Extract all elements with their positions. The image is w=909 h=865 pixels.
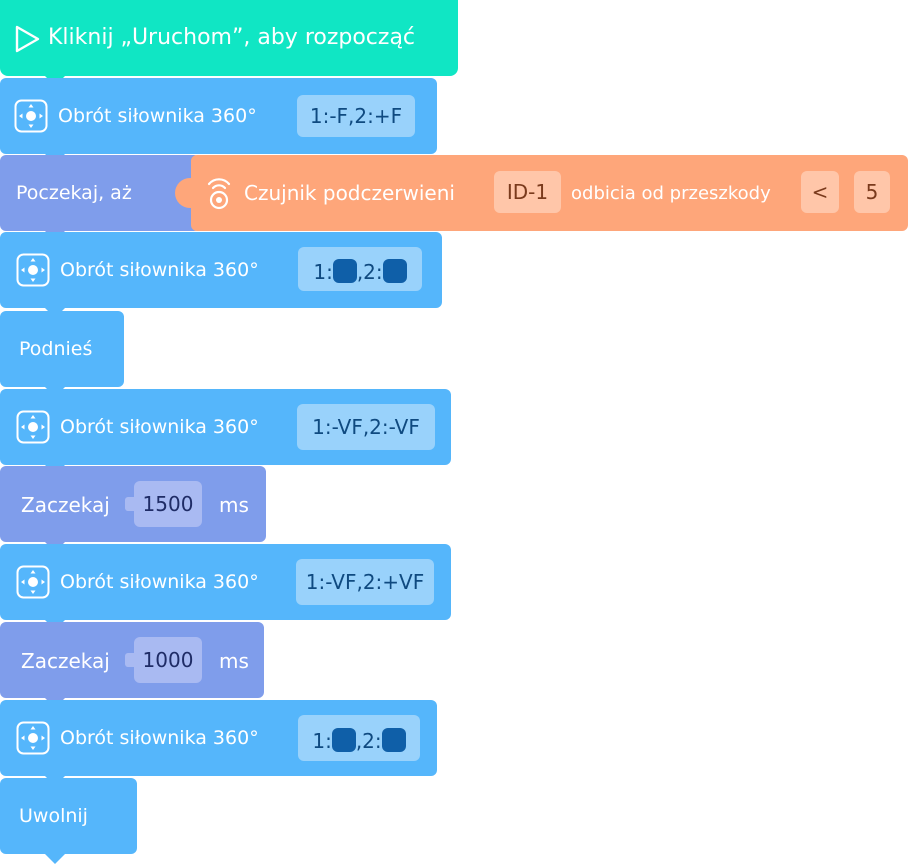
- sensor-connector: [175, 178, 205, 208]
- servo-label: Obrót siłownika 360°: [60, 727, 259, 749]
- servo-motor-icon: [16, 721, 50, 755]
- release-label: Uwolnij: [19, 805, 88, 827]
- servo-1-speed-swatch[interactable]: [331, 728, 356, 752]
- servo-label: Obrót siłownika 360°: [60, 416, 259, 438]
- servo-2-prefix: ,2:: [356, 260, 383, 284]
- wait-block-1[interactable]: Zaczekaj 1500 ms: [0, 466, 266, 542]
- wait-label: Zaczekaj: [21, 649, 110, 673]
- operator-dropdown[interactable]: <: [801, 171, 839, 213]
- servo-2-speed-swatch[interactable]: [382, 259, 407, 283]
- block-notch: [45, 854, 65, 864]
- servo-label: Obrót siłownika 360°: [60, 259, 259, 281]
- start-label: Kliknij „Uruchom”, aby rozpocząć: [48, 25, 416, 50]
- servo-1-prefix: 1:: [313, 260, 333, 284]
- servo-motor-icon: [14, 99, 48, 133]
- threshold-field[interactable]: 5: [854, 171, 890, 213]
- wait-block-2[interactable]: Zaczekaj 1000 ms: [0, 622, 264, 698]
- start-block[interactable]: Kliknij „Uruchom”, aby rozpocząć: [0, 0, 458, 76]
- servo-1-speed-swatch[interactable]: [332, 259, 357, 283]
- servo-value-field[interactable]: 1:-VF,2:+VF: [296, 559, 434, 605]
- servo-value-field[interactable]: 1:-F,2:+F: [297, 95, 415, 137]
- unit-label: ms: [219, 493, 249, 517]
- servo-rotate-block-5[interactable]: Obrót siłownika 360° 1: ,2:: [0, 700, 437, 776]
- servo-label: Obrót siłownika 360°: [60, 571, 259, 593]
- servo-2-speed-swatch[interactable]: [381, 728, 406, 752]
- raise-block[interactable]: Podnieś: [0, 311, 124, 387]
- unit-label: ms: [219, 649, 249, 673]
- servo-value-field[interactable]: 1:-VF,2:-VF: [297, 404, 435, 450]
- servo-rotate-block-2[interactable]: Obrót siłownika 360° 1: ,2:: [0, 232, 442, 308]
- servo-motor-icon: [16, 565, 50, 599]
- servo-rotate-block-1[interactable]: Obrót siłownika 360° 1:-F,2:+F: [0, 78, 437, 154]
- infrared-sensor-icon: [207, 178, 231, 210]
- wait-until-label: Poczekaj, aż: [16, 182, 132, 204]
- servo-rotate-block-3[interactable]: Obrót siłownika 360° 1:-VF,2:-VF: [0, 389, 451, 465]
- servo-rotate-block-4[interactable]: Obrót siłownika 360° 1:-VF,2:+VF: [0, 544, 451, 620]
- wait-until-block[interactable]: Poczekaj, aż: [0, 155, 200, 231]
- release-block[interactable]: Uwolnij: [0, 778, 137, 854]
- servo-2-prefix: ,2:: [355, 729, 382, 753]
- servo-value-field[interactable]: 1: ,2:: [298, 715, 420, 761]
- ir-sensor-block[interactable]: Czujnik podczerwieni ID-1 odbicia od prz…: [175, 155, 908, 231]
- servo-value-field[interactable]: 1: ,2:: [298, 247, 422, 291]
- play-icon: [15, 25, 40, 53]
- sensor-id-field[interactable]: ID-1: [494, 171, 561, 213]
- servo-label: Obrót siłownika 360°: [58, 105, 257, 127]
- servo-motor-icon: [16, 410, 50, 444]
- servo-motor-icon: [16, 253, 50, 287]
- wait-time-field[interactable]: 1000: [134, 637, 202, 683]
- wait-label: Zaczekaj: [21, 493, 110, 517]
- wait-time-field[interactable]: 1500: [134, 481, 202, 527]
- servo-1-prefix: 1:: [312, 729, 332, 753]
- measure-label: odbicia od przeszkody: [571, 183, 771, 204]
- raise-label: Podnieś: [19, 338, 93, 360]
- ir-sensor-label: Czujnik podczerwieni: [244, 181, 455, 205]
